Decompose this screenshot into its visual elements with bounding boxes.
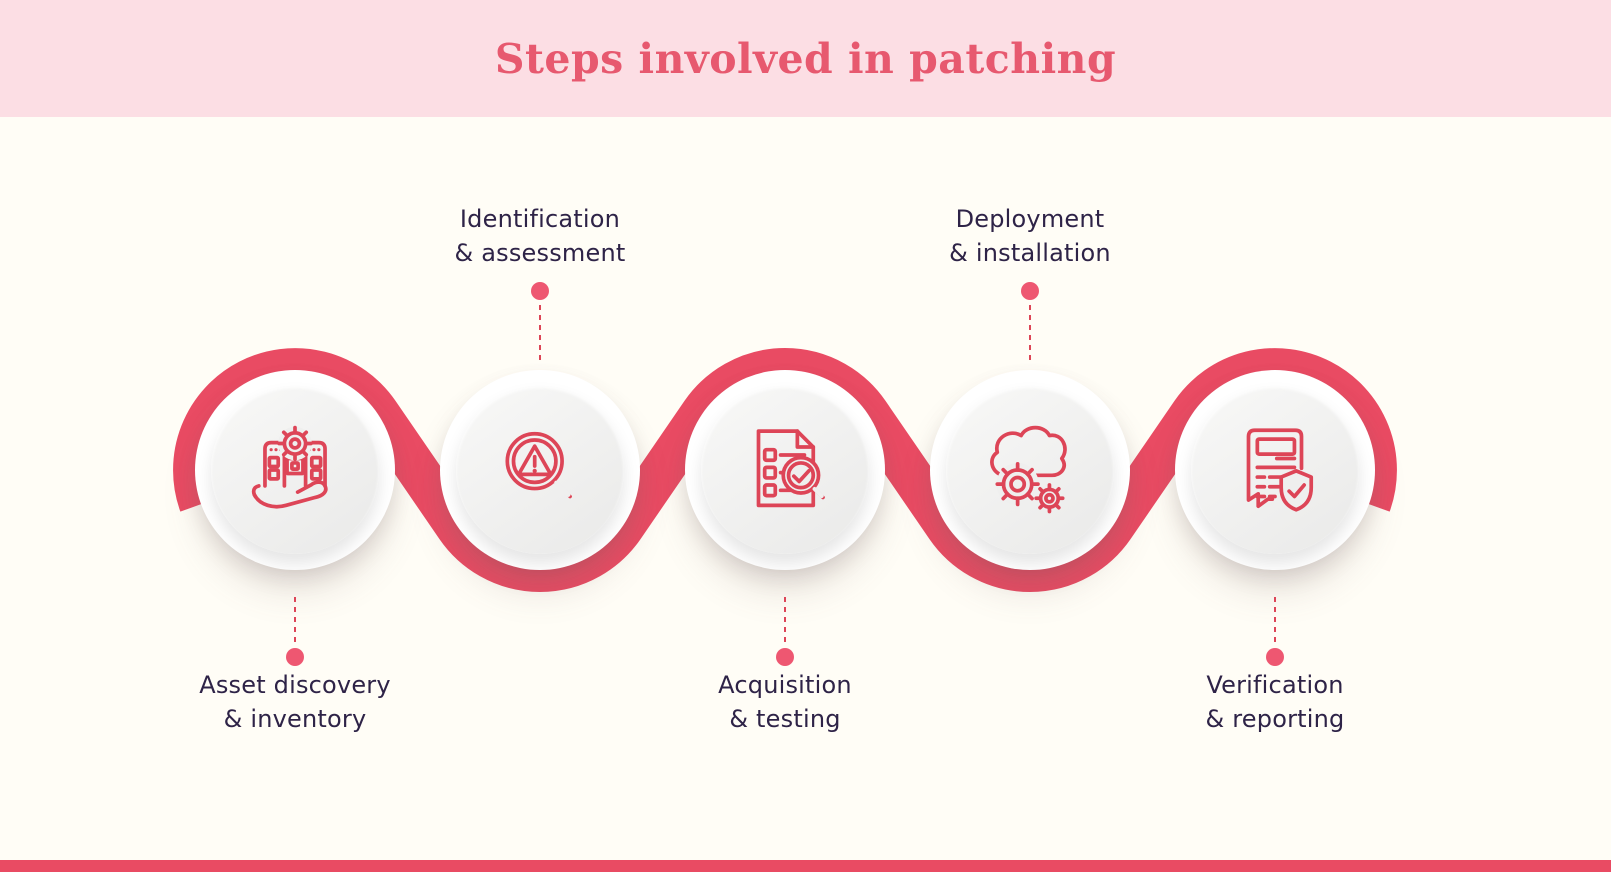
wave-path: [173, 348, 1397, 592]
title-banner: Steps involved in patching: [0, 0, 1611, 117]
page-title: Steps involved in patching: [494, 34, 1117, 83]
bottom-accent-bar: [0, 860, 1611, 872]
